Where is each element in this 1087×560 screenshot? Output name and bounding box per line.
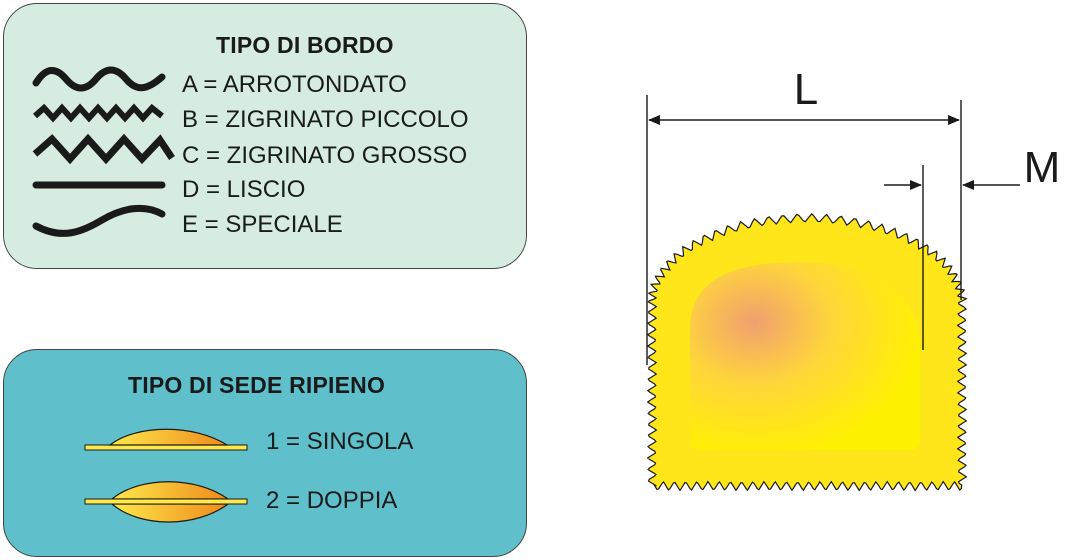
legend-label-d: D = LISCIO (182, 176, 306, 203)
edge-type-legend-panel: TIPO DI BORDO A = ARROTONDATO B = ZIGRIN… (3, 3, 527, 269)
single-filling-icon (84, 428, 248, 451)
filling-area (690, 262, 920, 450)
s-curve-icon (32, 204, 166, 237)
legend-label-1: 1 = SINGOLA (266, 428, 414, 455)
legend-label-a: A = ARROTONDATO (182, 71, 407, 98)
filling-type-legend-panel: TIPO DI SEDE RIPIENO 1 = SINGOLA 2 = DOP… (3, 349, 527, 557)
filling-type-title: TIPO DI SEDE RIPIENO (128, 372, 386, 398)
straight-line-icon (32, 181, 166, 189)
rounded-wave-icon (32, 66, 166, 92)
large-zigzag-icon (32, 133, 175, 165)
small-zigzag-icon (33, 103, 164, 123)
edge-type-title: TIPO DI BORDO (216, 32, 394, 58)
legend-label-b: B = ZIGRINATO PICCOLO (182, 106, 469, 133)
legend-label-c: C = ZIGRINATO GROSSO (182, 142, 468, 169)
margin-label: M (1024, 143, 1061, 192)
double-filling-icon (84, 481, 248, 523)
length-label: L (794, 65, 818, 114)
legend-label-2: 2 = DOPPIA (266, 487, 398, 514)
legend-label-e: E = SPECIALE (182, 211, 343, 238)
